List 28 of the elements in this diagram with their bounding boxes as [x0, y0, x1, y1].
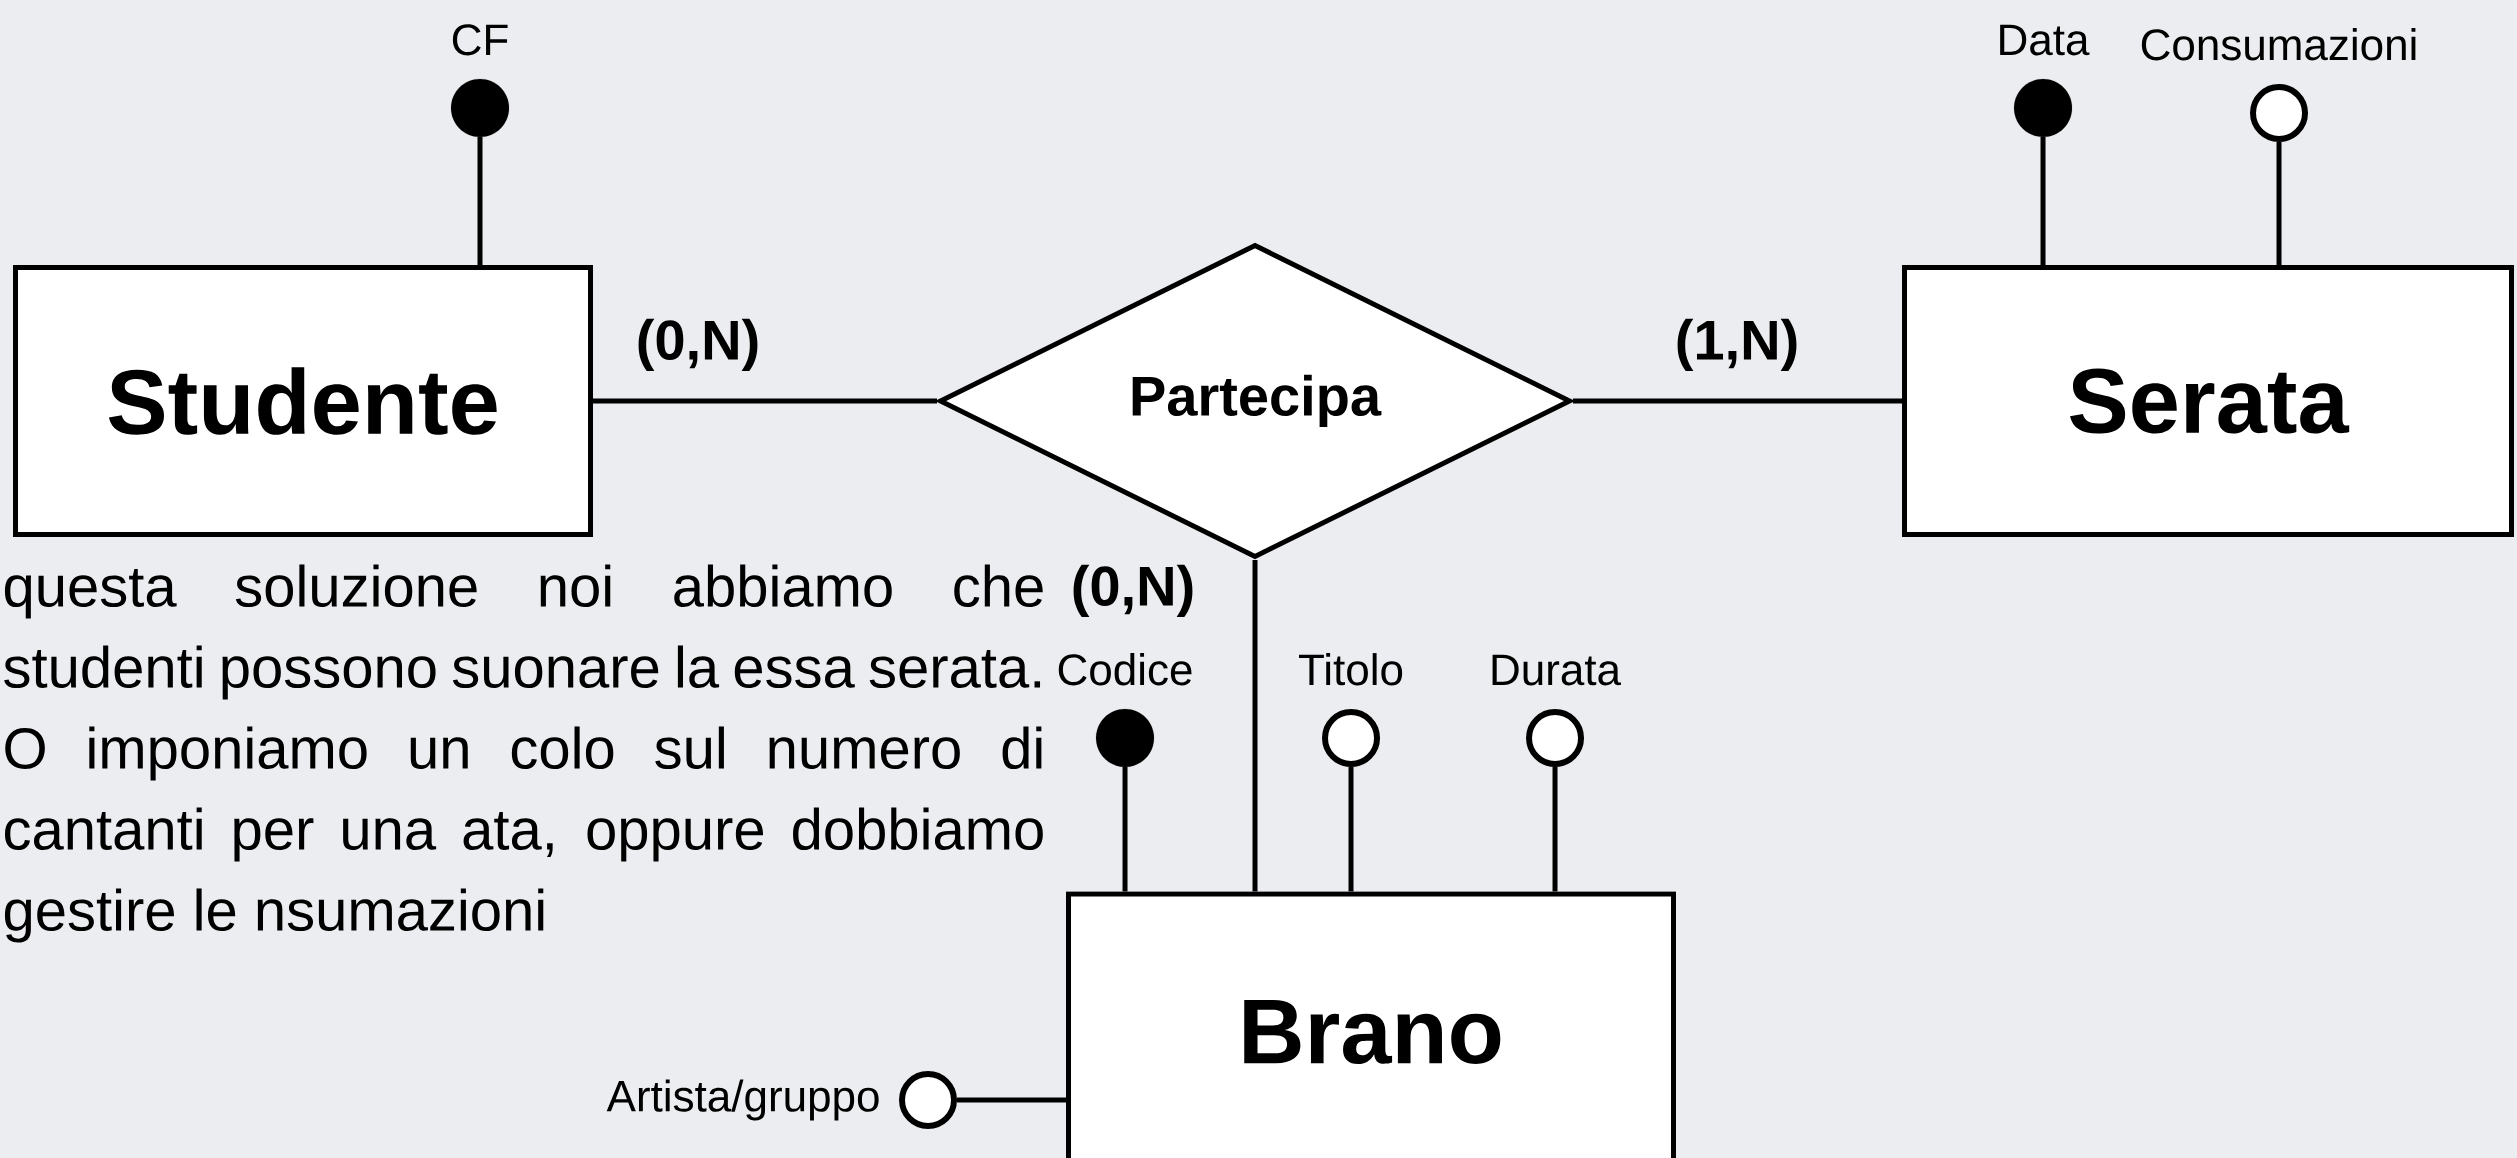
attribute-label: CF — [452, 24, 508, 56]
cardinality-label: (0,N) — [1073, 564, 1193, 618]
entity-box: Serata — [1902, 265, 2514, 537]
connector-line — [1122, 767, 1128, 892]
connector-line — [1252, 560, 1258, 892]
attribute-label: Titolo — [1299, 653, 1403, 686]
key-attribute-dot — [1095, 708, 1155, 768]
cardinality-label: (1,N) — [1677, 318, 1797, 372]
attribute-label: Codice — [1058, 653, 1192, 686]
key-attribute-dot — [450, 78, 510, 138]
connector-line — [957, 1097, 1066, 1103]
attribute-circle — [899, 1071, 957, 1129]
connector-line — [1552, 767, 1558, 892]
connector-line — [1573, 398, 1902, 404]
connector-line — [2040, 137, 2046, 265]
connector-line — [1348, 767, 1354, 892]
entity-box: Brano — [1066, 891, 1676, 1158]
cardinality-label: (0,N) — [638, 318, 758, 372]
connector-line — [593, 398, 937, 404]
entity-box: Studente — [13, 265, 593, 537]
connector-line — [477, 137, 483, 265]
attribute-label: Consumazioni — [2141, 28, 2416, 61]
paragraph: questa soluzione noi abbiamo che studenti possono suonare la essa serata. O imponiamo un colo sul numero di cantanti per una ata, oppure dobbiamo gestire le nsumazioni — [4, 564, 1043, 943]
attribute-label: Artista/gruppo — [606, 1079, 879, 1121]
key-attribute-dot — [2013, 78, 2073, 138]
connector-line — [2276, 142, 2282, 265]
attribute-label: Durata — [1492, 654, 1622, 686]
attribute-label: Data — [2000, 24, 2090, 56]
